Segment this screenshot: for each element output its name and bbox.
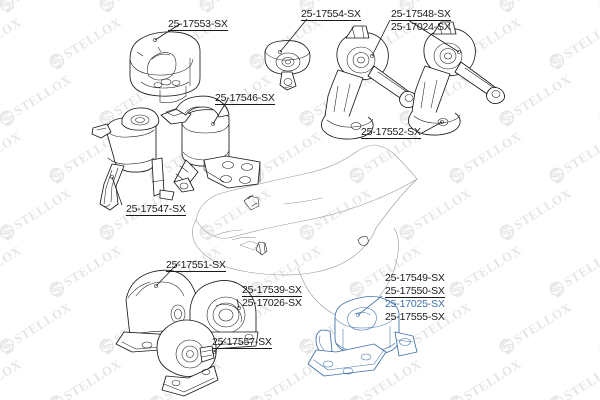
part-label-25-17026-sx: 25-17026-SX [242, 297, 302, 309]
part-label-25-17557-sx: 25-17557-SX [212, 336, 272, 349]
watermark-tile: STELLOX [96, 299, 175, 357]
watermark-tile: STELLOX [0, 185, 75, 243]
watermark-tile: STELLOX [496, 185, 575, 243]
watermark-tile: STELLOX [46, 14, 125, 72]
watermark-tile: STELLOX [246, 128, 325, 186]
watermark-tile: STELLOX [146, 128, 225, 186]
part-engine-mount-25-17557 [156, 319, 227, 397]
part-engine-mount-25-17024 [407, 19, 506, 136]
part-label-25-17550-sx: 25-17550-SX [385, 285, 445, 298]
part-engine-mount-25-17547 [91, 107, 175, 211]
part-label-25-17552-sx: 25-17552-SX [361, 126, 421, 139]
watermark-tile: STELLOX [496, 71, 575, 129]
watermark-tile: STELLOX [296, 185, 375, 243]
watermark-tile: STELLOX [0, 356, 25, 400]
watermark-tile: STELLOX [596, 185, 600, 243]
watermark-tile: STELLOX [546, 242, 600, 300]
watermark-tile: STELLOX [246, 14, 325, 72]
watermark-tile: STELLOX [0, 242, 25, 290]
watermark-tile: STELLOX [0, 299, 75, 357]
part-engine-mount-25-17554 [264, 18, 311, 91]
watermark-tile: STELLOX [496, 0, 575, 15]
watermark-tile: STELLOX [96, 71, 175, 129]
watermark-tile: STELLOX [596, 299, 600, 357]
watermark-tile: STELLOX [446, 242, 525, 300]
part-label-25-17025-sx[interactable]: 25-17025-SX [385, 298, 445, 310]
watermark-tile: STELLOX [396, 185, 475, 243]
watermark-tile: STELLOX [446, 128, 525, 186]
watermark-tile: STELLOX [346, 356, 425, 400]
part-label-25-17539-sx: 25-17539-SX [242, 284, 302, 297]
part-label-25-17548-sx: 25-17548-SX [391, 8, 451, 21]
watermark-tile: STELLOX [446, 14, 525, 72]
watermark-tile: STELLOX [46, 356, 125, 400]
part-label-25-17555-sx: 25-17555-SX [385, 311, 445, 323]
part-label-25-17024-sx: 25-17024-SX [391, 21, 451, 33]
part-label-25-17549-sx: 25-17549-SX [385, 272, 445, 284]
watermark-tile: STELLOX [546, 356, 600, 400]
part-label-25-17551-sx: 25-17551-SX [166, 259, 226, 272]
watermark-tile: STELLOX [196, 0, 275, 15]
watermark-tile: STELLOX [546, 14, 600, 72]
part-label-25-17546-sx: 25-17546-SX [215, 92, 275, 105]
watermark-tile: STELLOX [496, 299, 575, 357]
watermark-tile: STELLOX [0, 0, 75, 15]
watermark-tile: STELLOX [0, 128, 25, 176]
part-vehicle-subframe-outline [192, 144, 418, 321]
watermark-tile: STELLOX [546, 128, 600, 186]
watermark-tile: STELLOX [596, 71, 600, 129]
watermark-tile: STELLOX [146, 356, 225, 400]
part-engine-mount-25-17551 [115, 260, 199, 353]
watermark-tile: STELLOX [396, 71, 475, 129]
watermark-tile: STELLOX [0, 71, 75, 129]
watermark-tile: STELLOX [296, 299, 375, 357]
part-engine-mount-25-17553 [129, 23, 201, 104]
watermark-tile: STELLOX [596, 0, 600, 15]
watermark-tile: STELLOX [296, 71, 375, 129]
part-engine-mount-25-17548 [320, 19, 419, 140]
watermark-tile: STELLOX [196, 185, 275, 243]
part-engine-mount-25-17546 [160, 95, 261, 193]
part-label-25-17547-sx: 25-17547-SX [126, 203, 186, 216]
watermark-tile: STELLOX [0, 14, 25, 62]
watermark-tile: STELLOX [246, 356, 325, 400]
watermark-tile: STELLOX [46, 242, 125, 300]
watermark-tile: STELLOX [96, 0, 175, 15]
part-label-25-17553-sx: 25-17553-SX [168, 18, 228, 31]
watermark-tile: STELLOX [446, 356, 525, 400]
watermark-tile: STELLOX [46, 128, 125, 186]
part-label-25-17554-sx: 25-17554-SX [301, 8, 361, 21]
